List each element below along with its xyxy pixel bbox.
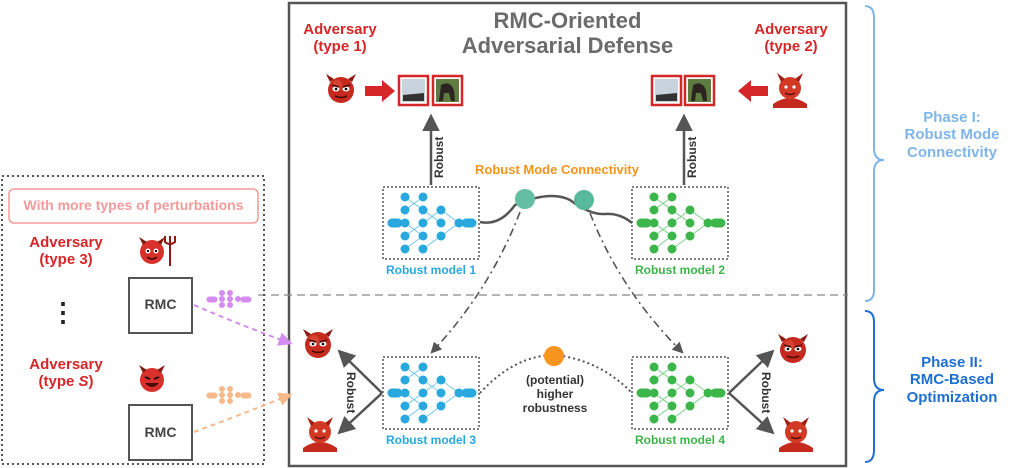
robust-arrow-3b: [337, 392, 383, 435]
adversary-type2-label: Adversary (type 2): [741, 21, 841, 56]
peach-dashed-arrow: [193, 392, 293, 433]
model2-label: Robust model 2: [634, 263, 725, 277]
phase1-label: Phase I: Robust Mode Connectivity: [888, 109, 1016, 161]
adv2-line2: (type 2): [764, 38, 818, 56]
rmc-curve: [479, 194, 633, 224]
adv1-arrow: [365, 80, 395, 102]
adversary-type2-devil-icon: [772, 72, 808, 109]
phase1-line1: Phase I:: [923, 109, 981, 126]
robust-label-4: Robust: [759, 372, 773, 414]
model3-network-icon: [387, 362, 477, 424]
left-extension-frame: [1, 175, 265, 465]
adv1-line1: Adversary: [303, 21, 377, 38]
main-frame: [287, 1, 848, 468]
model1-box: [382, 186, 480, 260]
rmc-network-purple-icon: [206, 290, 252, 308]
vertical-ellipsis: ⋮: [50, 297, 76, 327]
adversary-devil-right-top-icon: [777, 333, 809, 364]
model4-network-icon: [636, 362, 726, 424]
advS-prefix: (type: [38, 373, 79, 391]
potential-robustness-label: (potential) higher robustness: [505, 373, 605, 415]
adversary-typeS-devil-icon: [139, 365, 165, 392]
phase2-line2: RMC-Based: [909, 371, 995, 389]
adversary-type3-label: Adversary (type 3): [12, 234, 120, 269]
adv2-arrow: [738, 80, 768, 102]
rmc-label: Robust Mode Connectivity: [475, 162, 639, 177]
title-line2: Adversarial Defense: [461, 33, 674, 59]
adv3-line2: (type 3): [39, 251, 93, 269]
rmc-box-bottom: [128, 404, 193, 461]
phase2-line3: Optimization: [906, 388, 998, 406]
adv1-images: [397, 74, 464, 107]
diagram-title: RMC-Oriented Adversarial Defense: [400, 8, 735, 59]
adversary-type3-devil-icon: [139, 236, 176, 266]
dashdot-arrow-to-model3: [430, 211, 521, 354]
title-line1: RMC-Oriented: [493, 8, 642, 33]
potential-line1: (potential): [526, 373, 584, 387]
adv3-line1: Adversary: [29, 234, 103, 251]
advS-line1: Adversary: [29, 356, 103, 373]
rmc-point-2: [574, 190, 594, 210]
phase1-line3: Connectivity: [906, 143, 997, 161]
higher-robustness-point: [544, 346, 564, 366]
dashdot-arrow-to-model4: [589, 212, 684, 354]
model1-label: Robust model 1: [385, 263, 476, 277]
robust-arrow-4b: [728, 392, 775, 435]
robust-label-1: Robust: [432, 136, 446, 178]
phase2-label: Phase II: RMC-Based Optimization: [888, 354, 1016, 406]
robust-arrow-4a: [728, 349, 775, 394]
adversary-type1-label: Adversary (type 1): [290, 21, 390, 56]
rmc-network-peach-icon: [206, 386, 252, 404]
phase1-brace: [864, 5, 885, 302]
rmc-label-top: RMC: [144, 296, 177, 312]
adversary-devil-left-bottom-icon: [302, 416, 338, 453]
purple-dashed-arrow: [193, 304, 293, 346]
adv2-images: [650, 74, 716, 107]
model2-network-icon: [636, 192, 726, 254]
adversary-devil-right-bottom-icon: [778, 416, 814, 453]
adversary-type1-devil-icon: [325, 73, 357, 104]
adv2-line1: Adversary: [754, 21, 828, 38]
model1-network-icon: [387, 192, 477, 254]
robust-label-2: Robust: [685, 136, 699, 178]
adversary-typeS-label: Adversary (type S): [12, 356, 120, 391]
adv1-line2: (type 1): [313, 38, 367, 56]
model3-box: [382, 356, 480, 430]
rmc-label-bottom: RMC: [144, 424, 177, 440]
rmc-box-top: [128, 277, 193, 334]
model4-label: Robust model 4: [634, 433, 725, 447]
robust-label-3: Robust: [344, 372, 358, 414]
more-types-box: [8, 188, 259, 224]
phase2-brace: [864, 310, 885, 463]
advS-line2: (type S): [12, 373, 120, 390]
advS-suffix: ): [88, 373, 94, 391]
robust-arrow-3a: [337, 349, 383, 394]
advS-var: S: [78, 373, 89, 391]
phase2-line1: Phase II:: [921, 354, 983, 371]
model4-box: [631, 356, 729, 430]
phase1-line2: Robust Mode: [904, 126, 1000, 144]
potential-line3: robustness: [522, 400, 588, 415]
adversary-devil-left-top-icon: [302, 328, 334, 359]
potential-line2: higher: [536, 386, 574, 401]
model3-label: Robust model 3: [385, 433, 476, 447]
more-types-label: With more types of perturbations: [23, 197, 244, 213]
